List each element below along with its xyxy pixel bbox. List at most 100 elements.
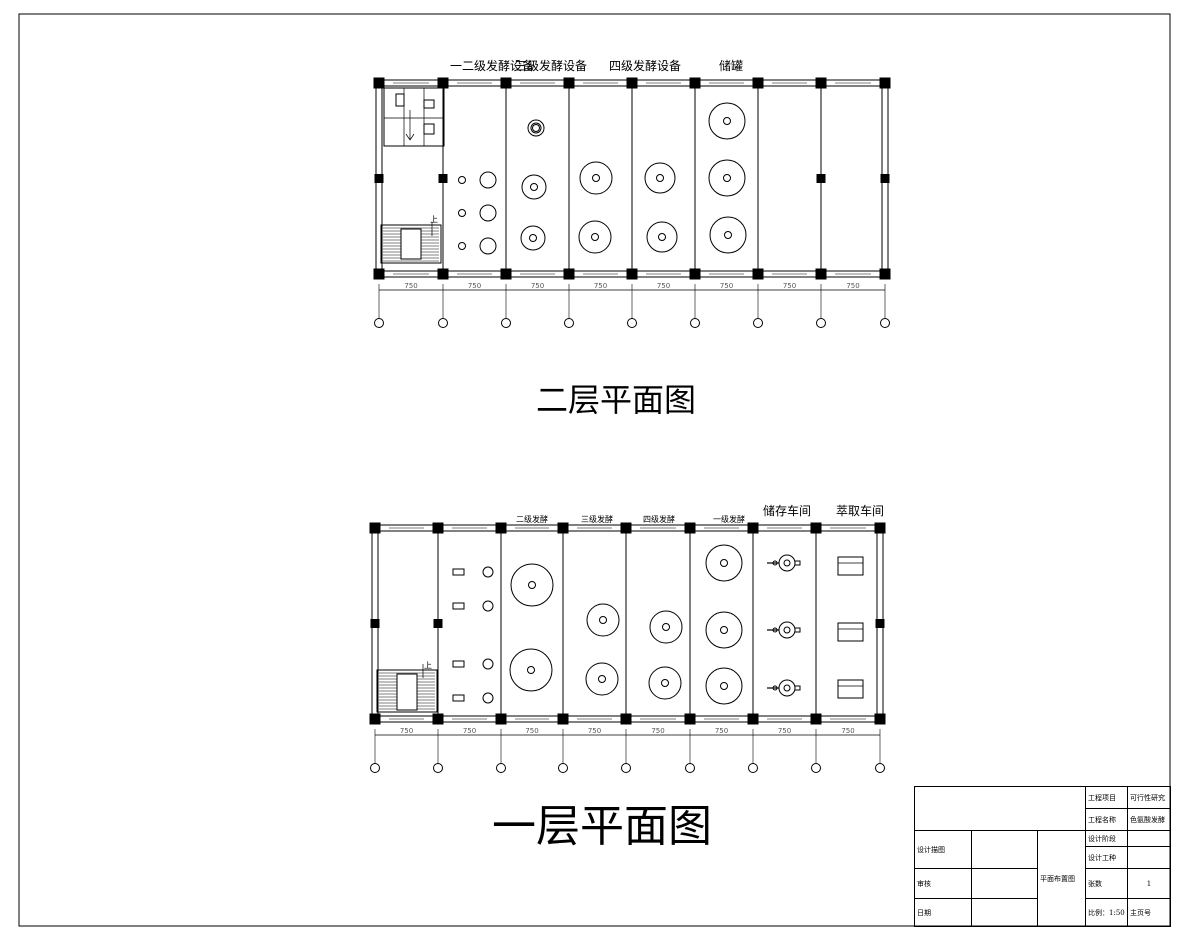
axis-bubble [433, 763, 443, 773]
lower-label-stage3: 三级发酵 [581, 515, 613, 524]
title-block-blank [913, 786, 1087, 831]
structural-column [557, 713, 569, 725]
pump-unit [452, 660, 465, 668]
structural-column [620, 522, 632, 534]
tank-center-mark [720, 682, 728, 690]
storage-unit [778, 679, 796, 697]
structural-column [874, 713, 886, 725]
extraction-unit [837, 679, 864, 699]
stair-landing [400, 228, 422, 260]
tank-center-mark [720, 626, 728, 634]
tank-center-mark [532, 124, 540, 132]
small-vessel [479, 237, 497, 255]
lower-label-stage2: 二级发酵 [516, 515, 548, 524]
design-stage-value [1127, 830, 1172, 847]
fermenter-tank [705, 611, 743, 649]
fermenter-tank [705, 544, 743, 582]
project-item-value: 可行性研究 [1127, 786, 1172, 809]
page-no-label: 主页号 [1127, 898, 1172, 927]
structural-column [437, 77, 449, 89]
tank-center-mark [656, 174, 664, 182]
storage-outlet [794, 685, 801, 691]
tank-center-mark [661, 679, 669, 687]
dimension-label: 750 [715, 727, 728, 735]
structural-column [747, 713, 759, 725]
small-vessel [482, 600, 494, 612]
structural-column [815, 77, 827, 89]
lower-label-stage4: 四级发酵 [643, 515, 675, 524]
structural-column [437, 268, 449, 280]
service-core [383, 87, 445, 147]
small-vessel [482, 566, 494, 578]
fermenter-tank [646, 221, 678, 253]
project-item-label: 工程项目 [1085, 786, 1129, 809]
upper-label-stage3: 三级发酵设备 [515, 59, 588, 73]
fermenter-tank [509, 648, 553, 692]
storage-unit-core [783, 684, 791, 692]
stair-arrow [405, 133, 411, 141]
structural-column [432, 522, 444, 534]
tank-center-mark [530, 183, 538, 191]
project-name-label: 工程名称 [1085, 808, 1129, 831]
structural-column [563, 77, 575, 89]
staircase [380, 224, 442, 264]
small-vessel [479, 204, 497, 222]
structural-column [626, 268, 638, 280]
drawing-name: 平面布置图 [1036, 830, 1087, 927]
structural-column [438, 174, 448, 183]
axis-bubble [627, 318, 637, 328]
small-vessel [458, 209, 466, 217]
sheets-value: 1 [1127, 868, 1172, 899]
title-block: 工程项目 可行性研究 工程名称 色氨酸发酵 设计描图 平面布置图 设计阶段 设计… [913, 786, 1172, 927]
tank-inner [530, 122, 542, 134]
design-drawing-value [971, 830, 1038, 869]
toilet-fixture [423, 99, 435, 109]
structural-column [557, 522, 569, 534]
upper-label-tanks: 储罐 [719, 59, 744, 73]
tank-center-mark [592, 174, 600, 182]
structural-column [689, 268, 701, 280]
axis-bubble [880, 318, 890, 328]
small-vessel [458, 176, 466, 184]
structural-column [432, 713, 444, 725]
dimension-label: 750 [651, 727, 664, 735]
fermenter-tank [705, 667, 743, 705]
storage-unit [778, 621, 796, 639]
tank-center-mark [528, 581, 536, 589]
lower-label-storage: 储存车间 [763, 504, 812, 518]
design-type-value [1127, 846, 1172, 869]
axis-bubble [621, 763, 631, 773]
fermenter-tank [708, 102, 746, 140]
axis-bubble [558, 763, 568, 773]
storage-valve [772, 560, 778, 566]
storage-unit-core [783, 626, 791, 634]
design-type-label: 设计工种 [1085, 846, 1129, 869]
fermenter-tank [586, 603, 620, 637]
axis-bubble [438, 318, 448, 328]
dimension-label: 750 [588, 727, 601, 735]
structural-column [752, 77, 764, 89]
structural-column [495, 522, 507, 534]
structural-column [879, 268, 891, 280]
design-drawing-label: 设计描图 [914, 830, 972, 869]
storage-unit-core [783, 559, 791, 567]
sheet-border [18, 13, 1171, 927]
tank-center-mark [529, 234, 537, 242]
axis-bubble [501, 318, 511, 328]
axis-bubble [811, 763, 821, 773]
scale-label: 比例：1:50 [1085, 898, 1129, 927]
tank-center-mark [723, 117, 731, 125]
date-label: 日期 [914, 898, 972, 927]
storage-outlet [794, 560, 801, 566]
axis-bubble [685, 763, 695, 773]
structural-column [373, 77, 385, 89]
structural-column [684, 713, 696, 725]
tank-center-mark [658, 233, 666, 241]
dimension-label: 750 [841, 727, 854, 735]
stair-landing [396, 673, 418, 711]
extraction-unit [837, 622, 864, 642]
structural-column [373, 268, 385, 280]
dimension-label: 750 [720, 282, 733, 290]
tank-center-mark [723, 174, 731, 182]
